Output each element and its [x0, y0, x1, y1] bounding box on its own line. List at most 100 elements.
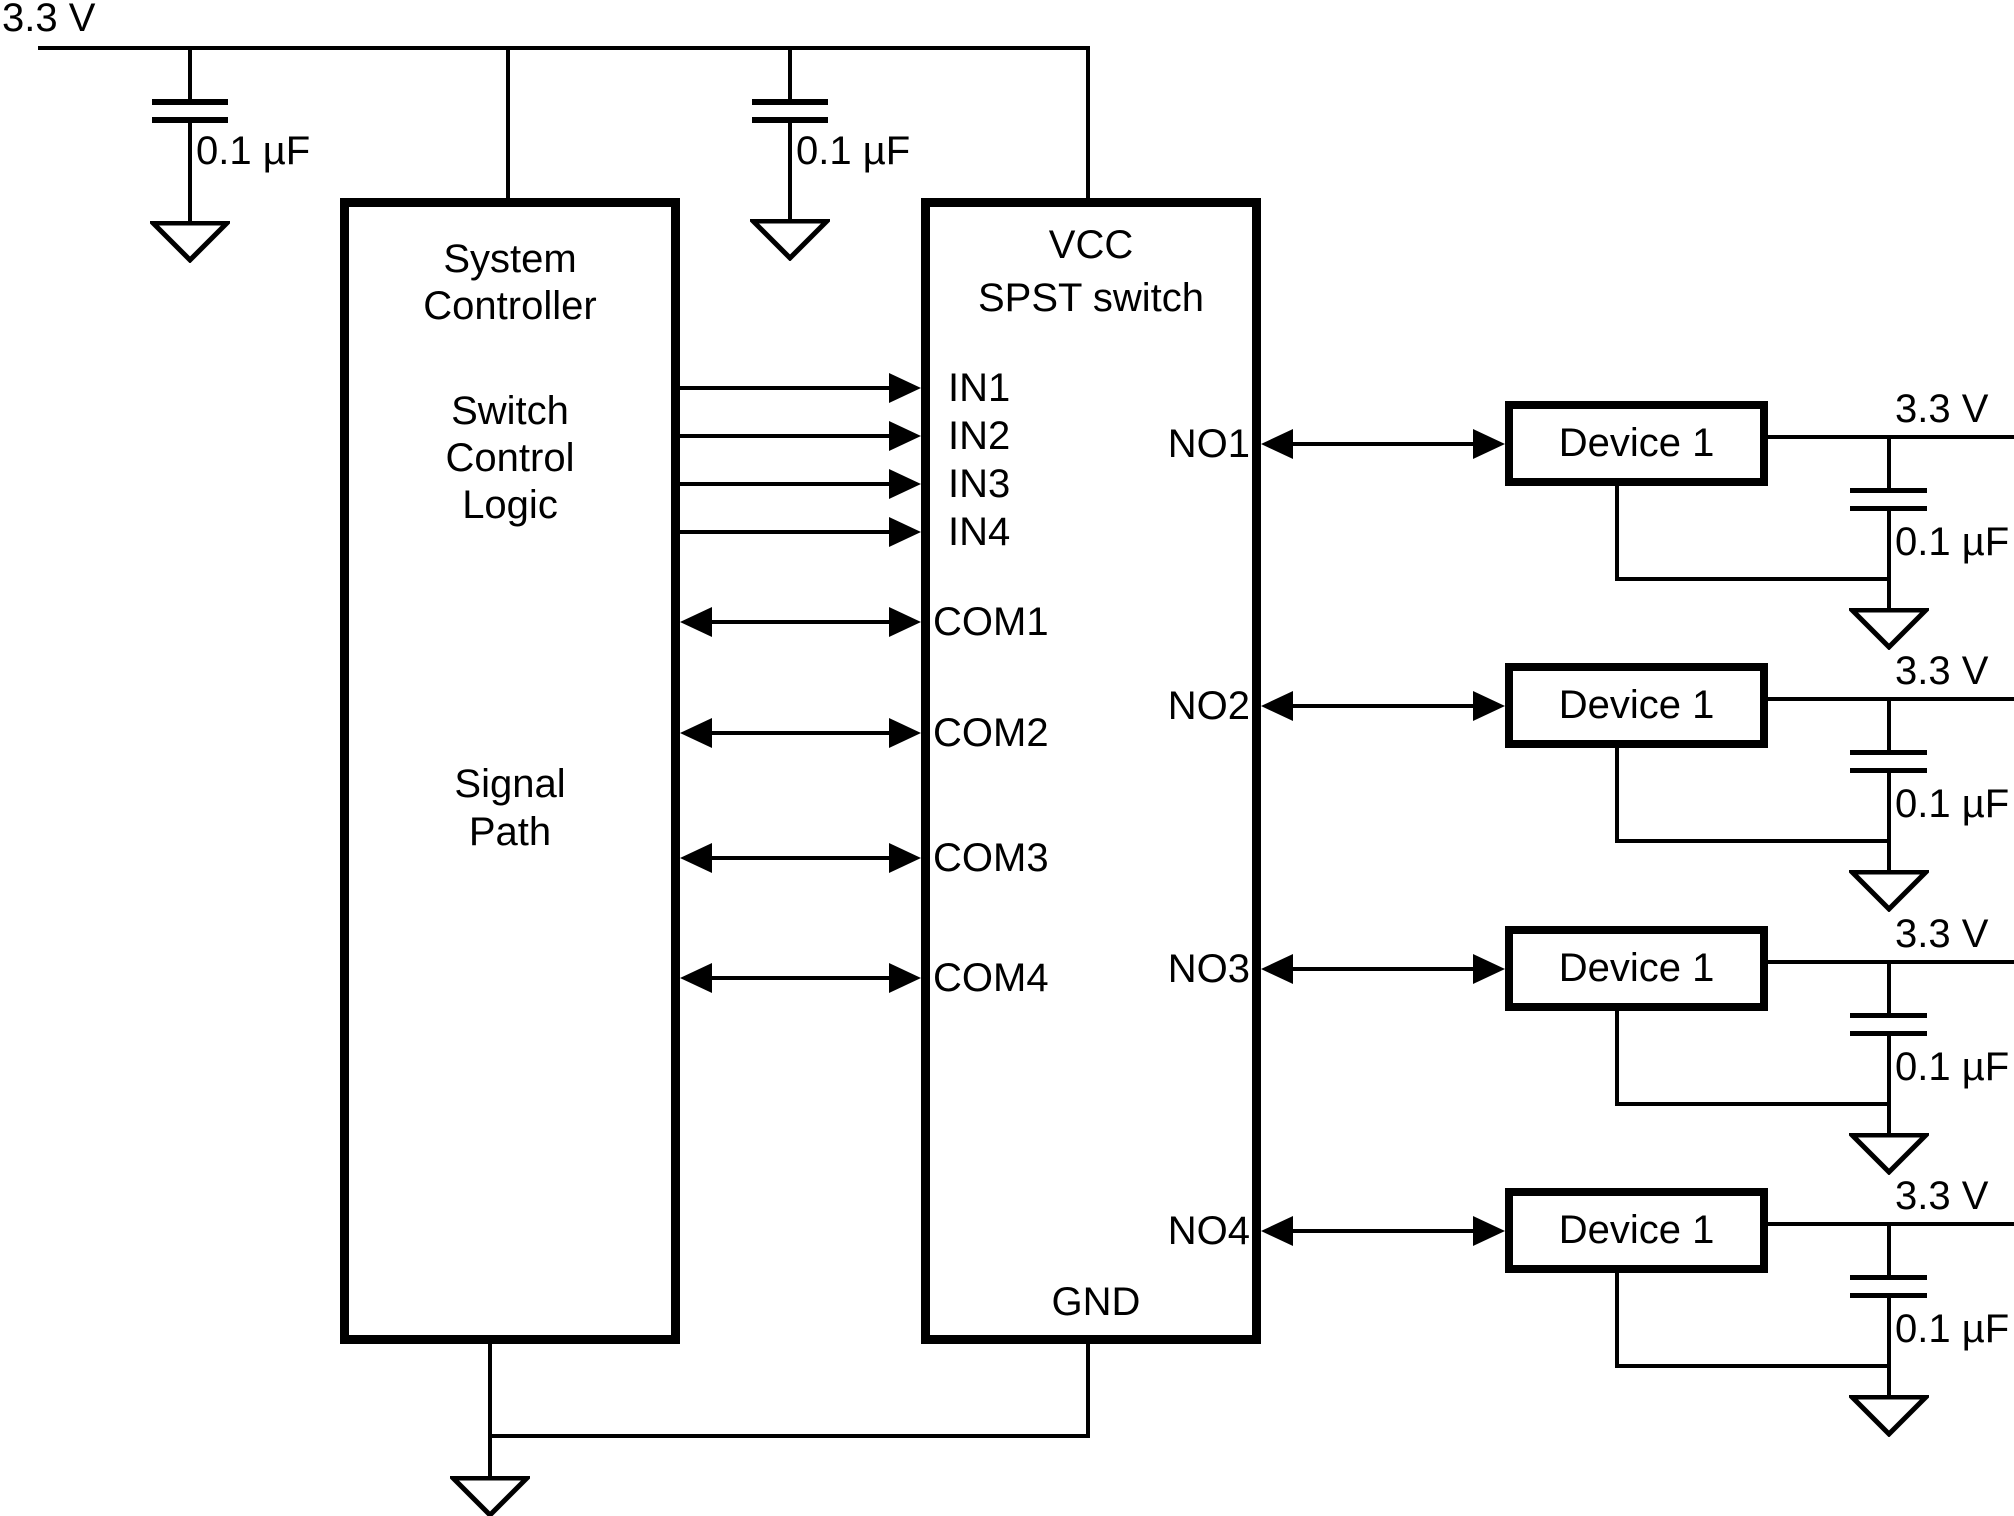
com3-wire — [710, 856, 892, 860]
device4-cap-value: 0.1 µF — [1895, 1307, 2010, 1351]
device2-cap-plate-bottom — [1850, 768, 1927, 773]
system-controller-box — [340, 198, 680, 1344]
device4-cap-plate-bottom — [1850, 1293, 1927, 1298]
device1-cap-plate-top — [1850, 488, 1927, 493]
device3-cap-value: 0.1 µF — [1895, 1045, 2010, 1089]
pin-com4: COM4 — [933, 956, 1049, 1000]
controller-vcc-wire — [506, 46, 510, 200]
device2-supply-wire — [1768, 697, 2014, 701]
ground-symbol — [450, 1476, 530, 1516]
signal-path-label: Signal Path — [340, 760, 680, 856]
pin-no1: NO1 — [1167, 422, 1250, 466]
device3-cap-lead-bottom — [1887, 1036, 1891, 1134]
com1-left-arrowhead-icon — [680, 607, 712, 637]
device4-return-wire-v — [1615, 1273, 1619, 1368]
decap-mid-lead-bottom — [788, 123, 792, 220]
device3-return-wire-h — [1615, 1102, 1891, 1106]
no3-wire — [1291, 967, 1475, 971]
device-label-4: Device 1 — [1558, 1208, 1715, 1252]
decap-left-lead-top — [188, 46, 192, 103]
device2-cap-value: 0.1 µF — [1895, 782, 2010, 826]
device1-cap-value: 0.1 µF — [1895, 520, 2010, 564]
com4-left-arrowhead-icon — [680, 963, 712, 993]
com3-left-arrowhead-icon — [680, 843, 712, 873]
gnd-bus-wire — [488, 1434, 1090, 1438]
device1-cap-lead-bottom — [1887, 511, 1891, 609]
no1-wire — [1291, 442, 1475, 446]
pin-com1: COM1 — [933, 600, 1049, 644]
device1-return-wire-v — [1615, 486, 1619, 581]
no1-left-arrowhead-icon — [1261, 429, 1293, 459]
device3-cap-plate-bottom — [1850, 1031, 1927, 1036]
device3-supply-wire — [1768, 960, 2014, 964]
switch-control-logic-line3: Logic — [462, 483, 558, 527]
device1-supply-wire — [1768, 435, 2014, 439]
com3-right-arrowhead-icon — [889, 843, 921, 873]
switch-control-logic-label: Switch Control Logic — [340, 388, 680, 529]
com1-wire — [710, 620, 892, 624]
ground-symbol — [1849, 1395, 1929, 1437]
no1-right-arrowhead-icon — [1473, 429, 1505, 459]
device3-cap-lead-top — [1887, 962, 1891, 1017]
pin-gnd: GND — [1051, 1280, 1141, 1324]
supply-rail-label: 3.3 V — [2, 0, 96, 40]
no2-left-arrowhead-icon — [1261, 691, 1293, 721]
device3-supply-label: 3.3 V — [1895, 912, 1989, 956]
pin-com2: COM2 — [933, 711, 1049, 755]
decap-mid-plate-bottom — [752, 117, 828, 123]
pin-no2: NO2 — [1167, 684, 1250, 728]
decap-mid-value: 0.1 µF — [796, 129, 911, 173]
device1-return-wire-h — [1615, 577, 1891, 581]
no2-right-arrowhead-icon — [1473, 691, 1505, 721]
device4-supply-label: 3.3 V — [1895, 1174, 1989, 1218]
pin-com3: COM3 — [933, 836, 1049, 880]
decap-left-plate-top — [152, 99, 228, 105]
switch-control-logic-line1: Switch — [451, 389, 569, 433]
pin-in1: IN1 — [948, 366, 1011, 410]
decap-left-plate-bottom — [152, 117, 228, 123]
device-label-2: Device 1 — [1558, 683, 1715, 727]
device-label-3: Device 1 — [1558, 946, 1715, 990]
device2-cap-lead-top — [1887, 699, 1891, 754]
pin-in4: IN4 — [948, 510, 1011, 554]
com2-right-arrowhead-icon — [889, 718, 921, 748]
no4-right-arrowhead-icon — [1473, 1216, 1505, 1246]
ground-symbol — [750, 219, 830, 261]
device-box-4: Device 1 — [1505, 1188, 1768, 1273]
no3-left-arrowhead-icon — [1261, 954, 1293, 984]
decap-mid-lead-top — [788, 46, 792, 103]
no2-wire — [1291, 704, 1475, 708]
switch-gnd-wire — [1086, 1344, 1090, 1438]
com2-left-arrowhead-icon — [680, 718, 712, 748]
device4-return-wire-h — [1615, 1364, 1891, 1368]
device4-supply-wire — [1768, 1222, 2014, 1226]
spst-switch-title-line2: SPST switch — [978, 276, 1204, 320]
device3-return-wire-v — [1615, 1011, 1619, 1106]
in2-wire — [680, 434, 892, 438]
spst-switch-box — [921, 198, 1261, 1344]
system-controller-title: System Controller — [340, 236, 680, 330]
in4-arrowhead-icon — [889, 517, 921, 547]
device1-cap-plate-bottom — [1850, 506, 1927, 511]
device3-cap-plate-top — [1850, 1013, 1927, 1018]
switch-vcc-wire — [1086, 46, 1090, 200]
in3-wire — [680, 482, 892, 486]
in3-arrowhead-icon — [889, 469, 921, 499]
no4-left-arrowhead-icon — [1261, 1216, 1293, 1246]
no4-wire — [1291, 1229, 1475, 1233]
signal-path-line1: Signal — [454, 762, 566, 806]
device1-cap-lead-top — [1887, 437, 1891, 492]
in1-wire — [680, 386, 892, 390]
system-controller-title-line2: Controller — [423, 284, 597, 328]
device1-supply-label: 3.3 V — [1895, 387, 1989, 431]
decap-mid-plate-top — [752, 99, 828, 105]
device2-return-wire-v — [1615, 748, 1619, 843]
spst-switch-title: VCC SPST switch — [921, 219, 1261, 325]
device2-supply-label: 3.3 V — [1895, 649, 1989, 693]
system-controller-title-line1: System — [443, 237, 577, 281]
ground-symbol — [1849, 870, 1929, 912]
device2-return-wire-h — [1615, 839, 1891, 843]
com4-wire — [710, 976, 892, 980]
ground-symbol — [1849, 608, 1929, 650]
